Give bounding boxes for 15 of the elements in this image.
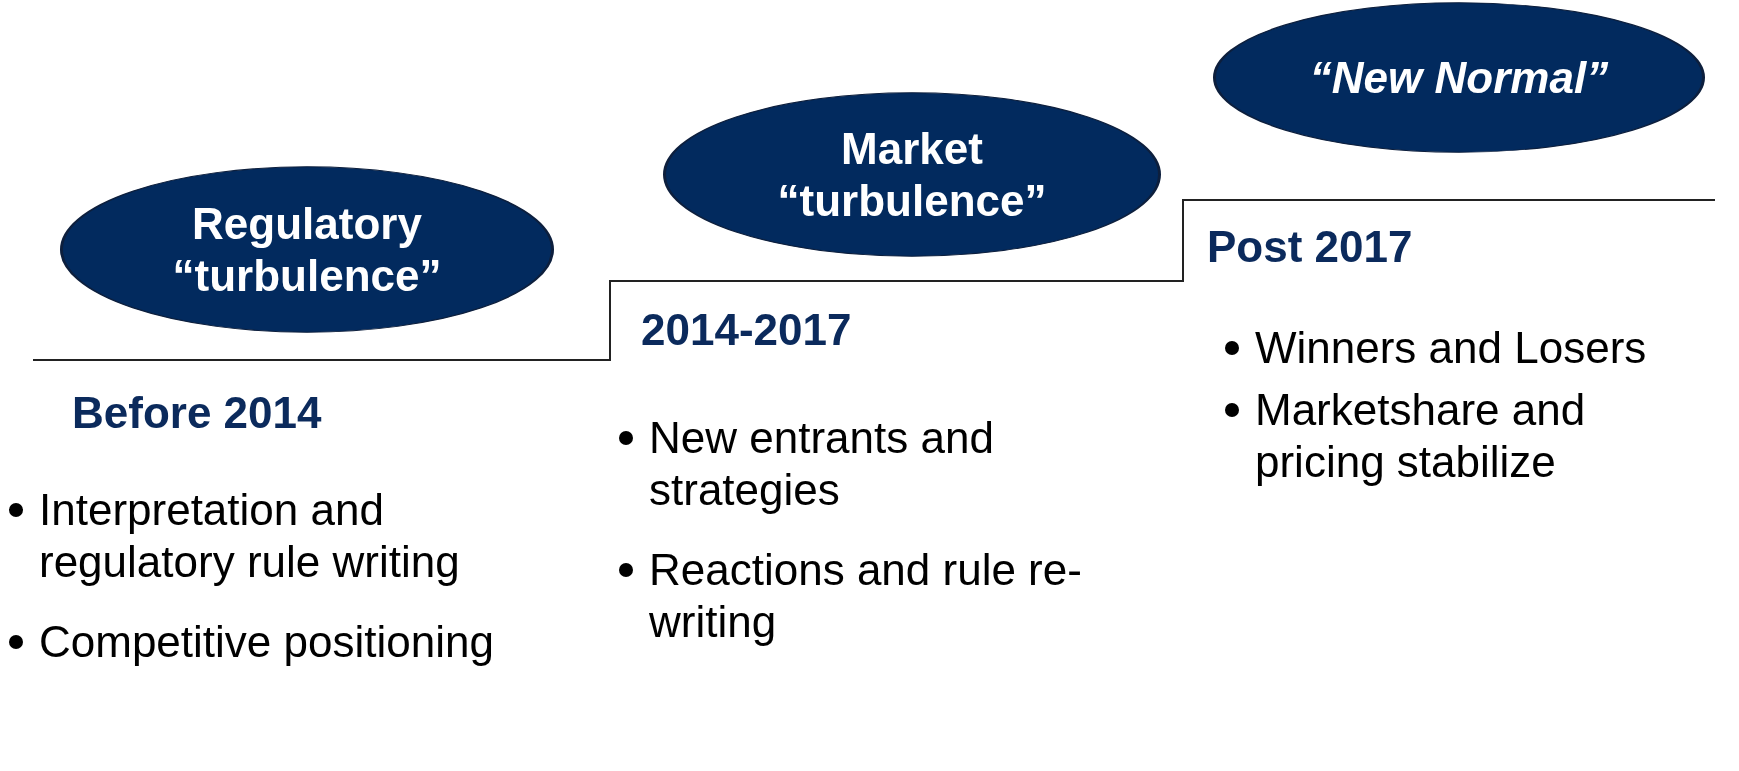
bullet-text: Reactions and rule re-writing (649, 544, 1083, 648)
period-heading: 2014-2017 (641, 305, 852, 355)
bullet-text: Competitive positioning (39, 616, 495, 668)
phase-title: “New Normal” (1308, 51, 1610, 104)
phase-ellipse (59, 166, 555, 333)
bullet-text: Winners and Losers (1255, 322, 1648, 374)
bullet-text: Marketshare and pricing stabilize (1255, 384, 1587, 488)
bullet-text: New entrants and strategies (649, 412, 995, 516)
bullet-text: Interpretation and regulatory rule writing (39, 484, 461, 588)
phase-ellipse (1212, 2, 1706, 153)
phase-title: Market “turbulence” (776, 122, 1048, 227)
period-heading: Before 2014 (72, 388, 322, 438)
phase-ellipse (662, 92, 1162, 257)
phase-title: Regulatory “turbulence” (171, 197, 443, 302)
period-heading: Post 2017 (1207, 222, 1413, 272)
